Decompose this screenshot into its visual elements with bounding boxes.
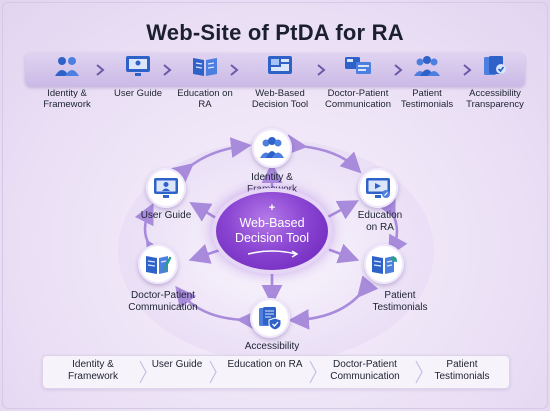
chevron-right-icon	[317, 64, 326, 76]
hub-decision-tool: + Web-Based Decision Tool	[216, 192, 328, 270]
chevron-divider-icon	[209, 360, 217, 384]
bottom-step-bar	[42, 355, 510, 389]
patient-group-icon	[414, 56, 440, 76]
chevron-right-icon	[163, 64, 172, 76]
flow-step-accessibility: Accessibility Transparency	[458, 56, 532, 110]
hub-plus-symbol: +	[268, 202, 276, 214]
chevron-divider-icon	[415, 360, 423, 384]
node-label-communication: Doctor-Patient Communication	[128, 290, 198, 313]
node-communication	[138, 244, 178, 284]
people-icon	[260, 137, 284, 158]
chevron-right-icon	[394, 64, 403, 76]
open-book-icon	[193, 58, 217, 76]
document-check-icon	[484, 56, 506, 75]
monitor-user-icon	[126, 56, 150, 76]
flow-step-user-guide: User Guide	[108, 56, 168, 99]
monitor-user-icon	[154, 178, 178, 198]
node-label-accessibility: Accessibility	[244, 341, 300, 352]
swoosh-arrow-icon	[247, 250, 299, 258]
node-label-testimonials: Patient Testimonials	[372, 290, 428, 313]
flow-step-communication: Doctor-Patient Communication	[318, 57, 398, 110]
chevron-right-icon	[463, 64, 472, 76]
node-label-identity: Identity & Framework	[246, 172, 297, 195]
shield-document-icon	[259, 307, 282, 331]
video-monitor-icon	[366, 178, 390, 198]
flow-step-decision-tool: Web-Based Decision Tool	[240, 56, 320, 110]
page-title: Web-Site of PtDA for RA	[146, 20, 404, 45]
bottom-step-education: Education on RA	[227, 359, 303, 370]
chevron-divider-icon	[139, 360, 147, 384]
node-user-guide	[146, 168, 186, 208]
hub-label: Web-Based Decision Tool	[234, 216, 310, 245]
node-accessibility	[250, 298, 290, 338]
bottom-step-communication: Doctor-Patient Communication	[330, 359, 400, 382]
flow-step-identity: Identity & Framework	[33, 57, 101, 110]
node-testimonials	[364, 244, 404, 284]
node-identity-framework	[252, 128, 292, 168]
bottom-step-user-guide: User Guide	[151, 359, 203, 370]
screens-icon	[345, 57, 371, 74]
flow-step-education: Education on RA	[174, 58, 236, 110]
chevron-right-icon	[96, 64, 105, 76]
bottom-step-testimonials: Patient Testimonials	[434, 359, 490, 382]
book-leaf-icon	[372, 256, 397, 274]
people-icon	[55, 57, 79, 76]
flow-step-testimonials: Patient Testimonials	[396, 56, 458, 110]
book-pen-icon	[146, 256, 172, 274]
dashboard-icon	[268, 56, 292, 74]
chevron-divider-icon	[309, 360, 317, 384]
node-label-education: Education on RA	[357, 210, 403, 233]
node-education	[358, 168, 398, 208]
bottom-step-identity: Identity & Framework	[67, 359, 118, 382]
chevron-right-icon	[230, 64, 239, 76]
node-label-user-guide: User Guide	[140, 210, 192, 221]
